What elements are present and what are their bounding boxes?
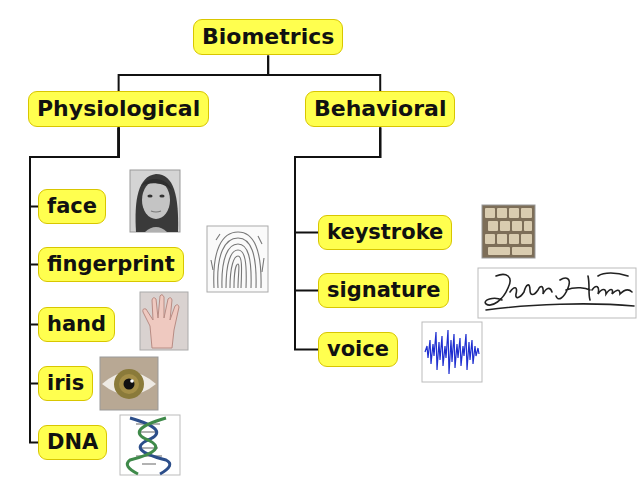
eye bbox=[147, 194, 152, 197]
ridge bbox=[214, 232, 261, 288]
trait-box: fingerprint bbox=[38, 247, 184, 282]
ridges bbox=[211, 232, 264, 288]
ridge bbox=[230, 256, 242, 288]
waveform bbox=[425, 330, 479, 374]
node-label: Biometrics bbox=[202, 24, 334, 50]
key bbox=[500, 221, 510, 231]
keys bbox=[485, 208, 532, 255]
root-box: Biometrics bbox=[193, 19, 343, 55]
trait-box: DNA bbox=[38, 425, 107, 460]
key bbox=[497, 234, 507, 244]
node-label: face bbox=[47, 194, 97, 219]
picture-frame bbox=[478, 268, 636, 318]
ridge bbox=[234, 264, 239, 288]
node-label: Physiological bbox=[37, 96, 200, 122]
node-label: Behavioral bbox=[314, 96, 446, 122]
ridge bbox=[218, 238, 256, 288]
hand-picture bbox=[140, 292, 188, 350]
tree-connector bbox=[295, 127, 380, 290]
tree-connector bbox=[30, 127, 119, 264]
key bbox=[488, 247, 510, 255]
trait-box: face bbox=[38, 189, 106, 224]
key bbox=[512, 221, 522, 231]
hand-shape bbox=[143, 295, 179, 348]
voice-picture bbox=[422, 322, 482, 382]
iris-inner bbox=[119, 374, 139, 394]
face-picture bbox=[130, 170, 180, 232]
key bbox=[509, 208, 519, 218]
neck bbox=[145, 227, 167, 232]
rung bbox=[142, 463, 156, 465]
eye bbox=[159, 194, 164, 197]
signature-picture bbox=[478, 268, 636, 318]
category-box: Behavioral bbox=[305, 91, 455, 127]
node-label: signature bbox=[327, 278, 440, 303]
key bbox=[524, 221, 532, 231]
rung bbox=[140, 431, 156, 433]
key bbox=[509, 234, 519, 244]
fingerprint-picture bbox=[207, 226, 268, 292]
highlight bbox=[130, 379, 134, 383]
key bbox=[485, 208, 495, 218]
picture-frame bbox=[422, 322, 482, 382]
node-label: DNA bbox=[47, 430, 98, 455]
key bbox=[497, 208, 507, 218]
keyboard-picture bbox=[482, 205, 535, 258]
trait-box: keystroke bbox=[318, 215, 452, 250]
iris-picture bbox=[100, 357, 158, 410]
hair bbox=[136, 174, 179, 232]
dna-picture bbox=[120, 415, 180, 475]
trait-box: iris bbox=[38, 366, 93, 401]
iris-ring bbox=[114, 369, 144, 399]
key bbox=[521, 208, 532, 218]
tree-connector bbox=[119, 55, 269, 91]
node-label: keystroke bbox=[327, 220, 443, 245]
key bbox=[488, 221, 498, 231]
key bbox=[512, 247, 532, 255]
trait-box: signature bbox=[318, 273, 449, 308]
node-label: voice bbox=[327, 337, 389, 362]
photo-frame bbox=[140, 292, 188, 350]
photo-frame bbox=[100, 357, 158, 410]
node-label: hand bbox=[47, 312, 106, 337]
ridge bbox=[211, 234, 264, 272]
signature-stroke bbox=[485, 273, 634, 310]
pupil bbox=[124, 379, 135, 390]
photo-frame bbox=[482, 205, 535, 258]
ridge bbox=[226, 250, 246, 288]
mouth bbox=[151, 211, 161, 212]
eye-white bbox=[102, 372, 156, 395]
picture-frame bbox=[207, 226, 268, 292]
trait-box: hand bbox=[38, 307, 115, 342]
strand bbox=[127, 418, 166, 474]
node-label: fingerprint bbox=[47, 252, 175, 277]
key bbox=[485, 234, 495, 244]
category-box: Physiological bbox=[28, 91, 209, 127]
trait-box: voice bbox=[318, 332, 398, 367]
node-label: iris bbox=[47, 371, 84, 396]
picture-frame bbox=[120, 415, 180, 475]
tree-connector bbox=[30, 127, 119, 442]
face-shape bbox=[142, 181, 170, 219]
fringe bbox=[141, 179, 172, 190]
photo-frame bbox=[130, 170, 180, 232]
tree-connector bbox=[268, 55, 380, 91]
strand bbox=[130, 418, 170, 474]
key bbox=[521, 234, 532, 244]
ridge bbox=[222, 244, 251, 288]
